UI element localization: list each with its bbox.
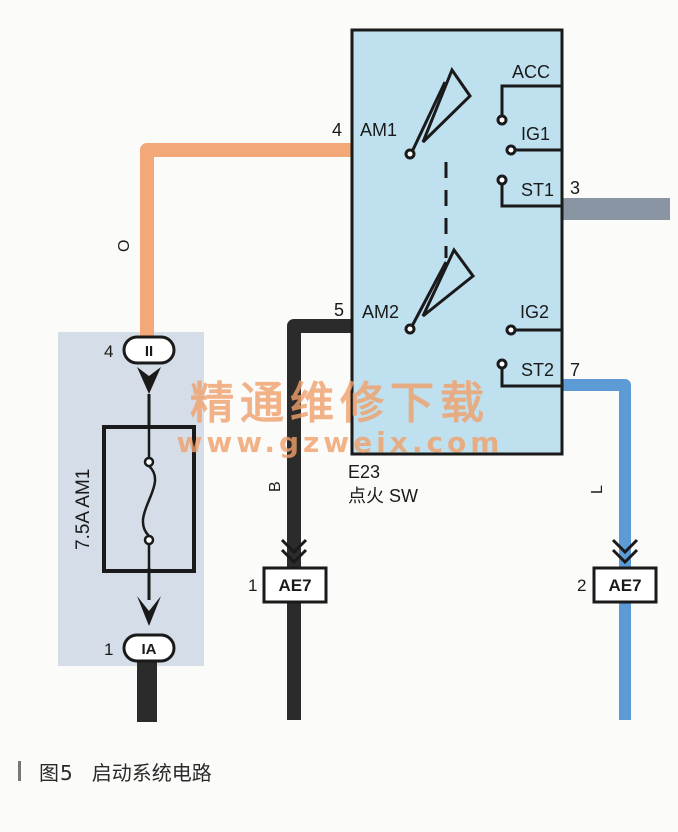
pin-am2: 5 (334, 300, 344, 320)
watermark-url: www.gzweix.com (177, 426, 504, 459)
wire-code-orange: O (116, 240, 133, 252)
pin-st1: 3 (570, 178, 580, 198)
switch-lever-am2 (404, 247, 476, 335)
wire-code-black: B (267, 481, 284, 492)
switch-contacts (496, 84, 562, 388)
fuse-top-connector-label: II (145, 343, 153, 360)
caption-bar (18, 761, 21, 781)
connector-right-label: AE7 (608, 576, 641, 595)
label-acc: ACC (512, 62, 550, 82)
fuse-box-panel (58, 332, 204, 666)
switch-lever-am1 (404, 66, 472, 160)
label-ig2: IG2 (520, 302, 549, 322)
fuse-arrows (137, 367, 161, 626)
connector-left-label: AE7 (278, 576, 311, 595)
ignition-switch-box (350, 28, 564, 456)
wire-blue (562, 379, 631, 720)
connector-right-pin: 2 (577, 576, 586, 595)
fuse-bottom-pin: 1 (104, 640, 113, 659)
connector-left-arrows (280, 538, 308, 565)
switch-name: 点火 SW (348, 486, 418, 506)
caption-figure-number: 图5 (39, 760, 74, 785)
connector-left-box (262, 566, 328, 604)
switch-id: E23 (348, 462, 380, 482)
pin-st2: 7 (570, 360, 580, 380)
connector-left-pin: 1 (248, 576, 257, 595)
wire-gray (562, 198, 670, 220)
connector-right-arrows (611, 538, 639, 565)
fuse-icon (141, 428, 157, 570)
fuse-bottom-connector-label: IA (142, 641, 157, 658)
watermark-title: 精通维修下载 (190, 378, 490, 429)
fuse-top-connector: II (122, 335, 176, 365)
pin-am1: 4 (332, 120, 342, 140)
fuse-top-pin: 4 (104, 342, 113, 361)
wire-black-fuse-out (137, 660, 157, 722)
label-ig1: IG1 (521, 124, 550, 144)
figure-caption: 图5 启动系统电路 (18, 756, 212, 786)
fuse-label: 7.5A AM1 (73, 469, 94, 550)
label-am1: AM1 (360, 120, 397, 140)
label-st2: ST2 (521, 360, 554, 380)
caption-title: 启动系统电路 (91, 760, 212, 785)
fuse-element-box (102, 425, 196, 573)
label-st1: ST1 (521, 180, 554, 200)
connector-right-box (592, 566, 658, 604)
label-am2: AM2 (362, 302, 399, 322)
fuse-bottom-connector: IA (122, 633, 176, 663)
wire-code-blue: L (589, 485, 606, 494)
wire-orange (140, 143, 352, 340)
